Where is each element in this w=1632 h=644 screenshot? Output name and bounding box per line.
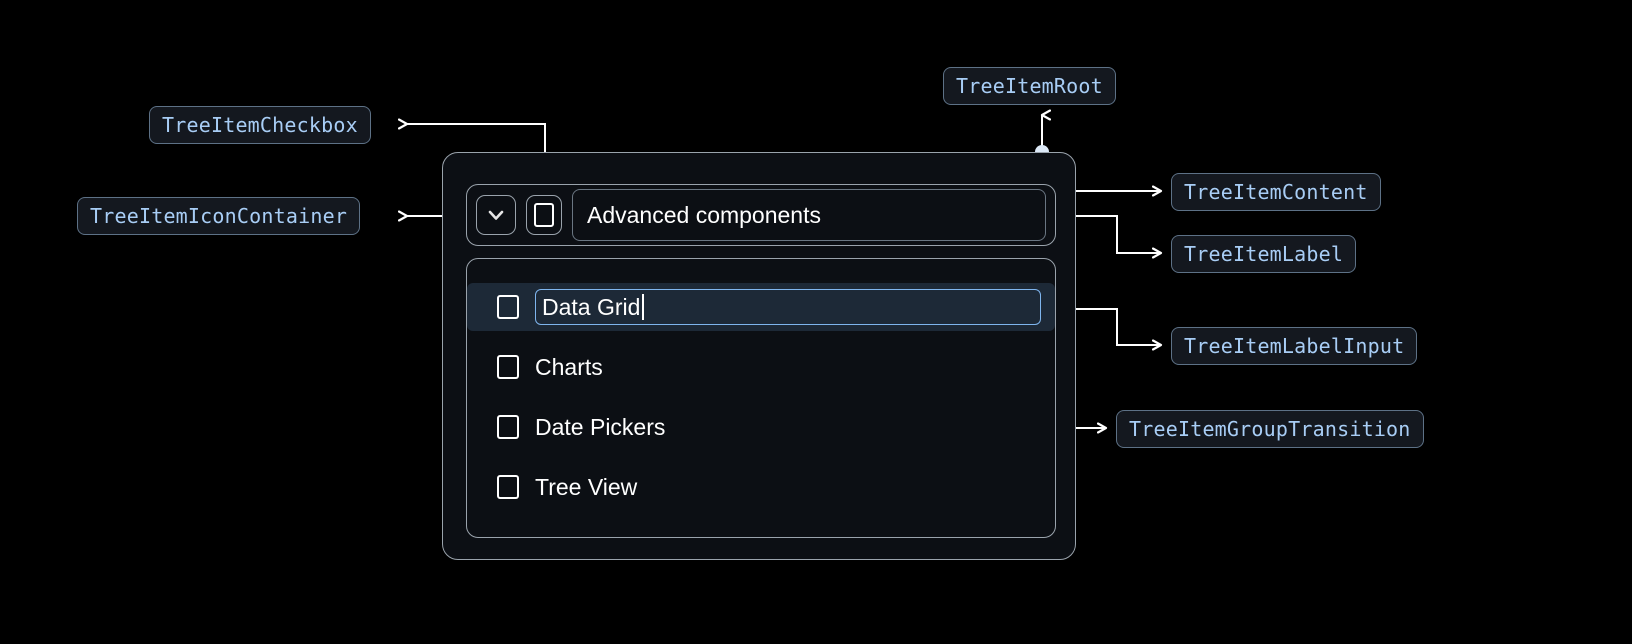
checkbox-unchecked-icon[interactable]	[497, 415, 519, 439]
tree-item-label[interactable]: Advanced components	[572, 189, 1046, 241]
annotation-badge-tree-item-label-input: TreeItemLabelInput	[1171, 327, 1418, 365]
tree-item-label: Charts	[535, 353, 603, 380]
tree-item-row-charts[interactable]: Charts	[467, 343, 1055, 391]
annotation-badge-tree-item-label: TreeItemLabel	[1171, 235, 1357, 273]
chevron-down-icon	[483, 202, 509, 228]
text-caret	[642, 294, 645, 320]
tree-item-label: Date Pickers	[535, 413, 666, 440]
checkbox-unchecked-icon	[534, 203, 554, 227]
annotation-badge-tree-item-group-transition: TreeItemGroupTransition	[1116, 410, 1424, 448]
annotation-badge-tree-item-icon-container: TreeItemIconContainer	[77, 197, 361, 235]
annotation-badge-tree-item-root: TreeItemRoot	[943, 67, 1116, 105]
checkbox-unchecked-icon[interactable]	[497, 355, 519, 379]
tree-item-content[interactable]: Advanced components	[466, 184, 1056, 246]
tree-item-row-tree-view[interactable]: Tree View	[467, 463, 1055, 511]
tree-item-label: Tree View	[535, 473, 638, 500]
tree-item-icon-container[interactable]	[476, 195, 516, 235]
tree-item-checkbox[interactable]	[526, 195, 562, 235]
checkbox-unchecked-icon[interactable]	[497, 475, 519, 499]
tree-item-group-transition: Data Grid Charts Date Pickers Tree View	[466, 258, 1056, 538]
tree-item-label-input[interactable]: Data Grid	[535, 289, 1041, 325]
checkbox-unchecked-icon[interactable]	[497, 295, 519, 319]
annotation-badge-tree-item-checkbox: TreeItemCheckbox	[149, 106, 371, 144]
tree-item-row-data-grid[interactable]: Data Grid	[467, 283, 1055, 331]
tree-item-row-date-pickers[interactable]: Date Pickers	[467, 403, 1055, 451]
annotation-badge-tree-item-content: TreeItemContent	[1171, 173, 1381, 211]
tree-item-label-input-value: Data Grid	[542, 293, 641, 320]
